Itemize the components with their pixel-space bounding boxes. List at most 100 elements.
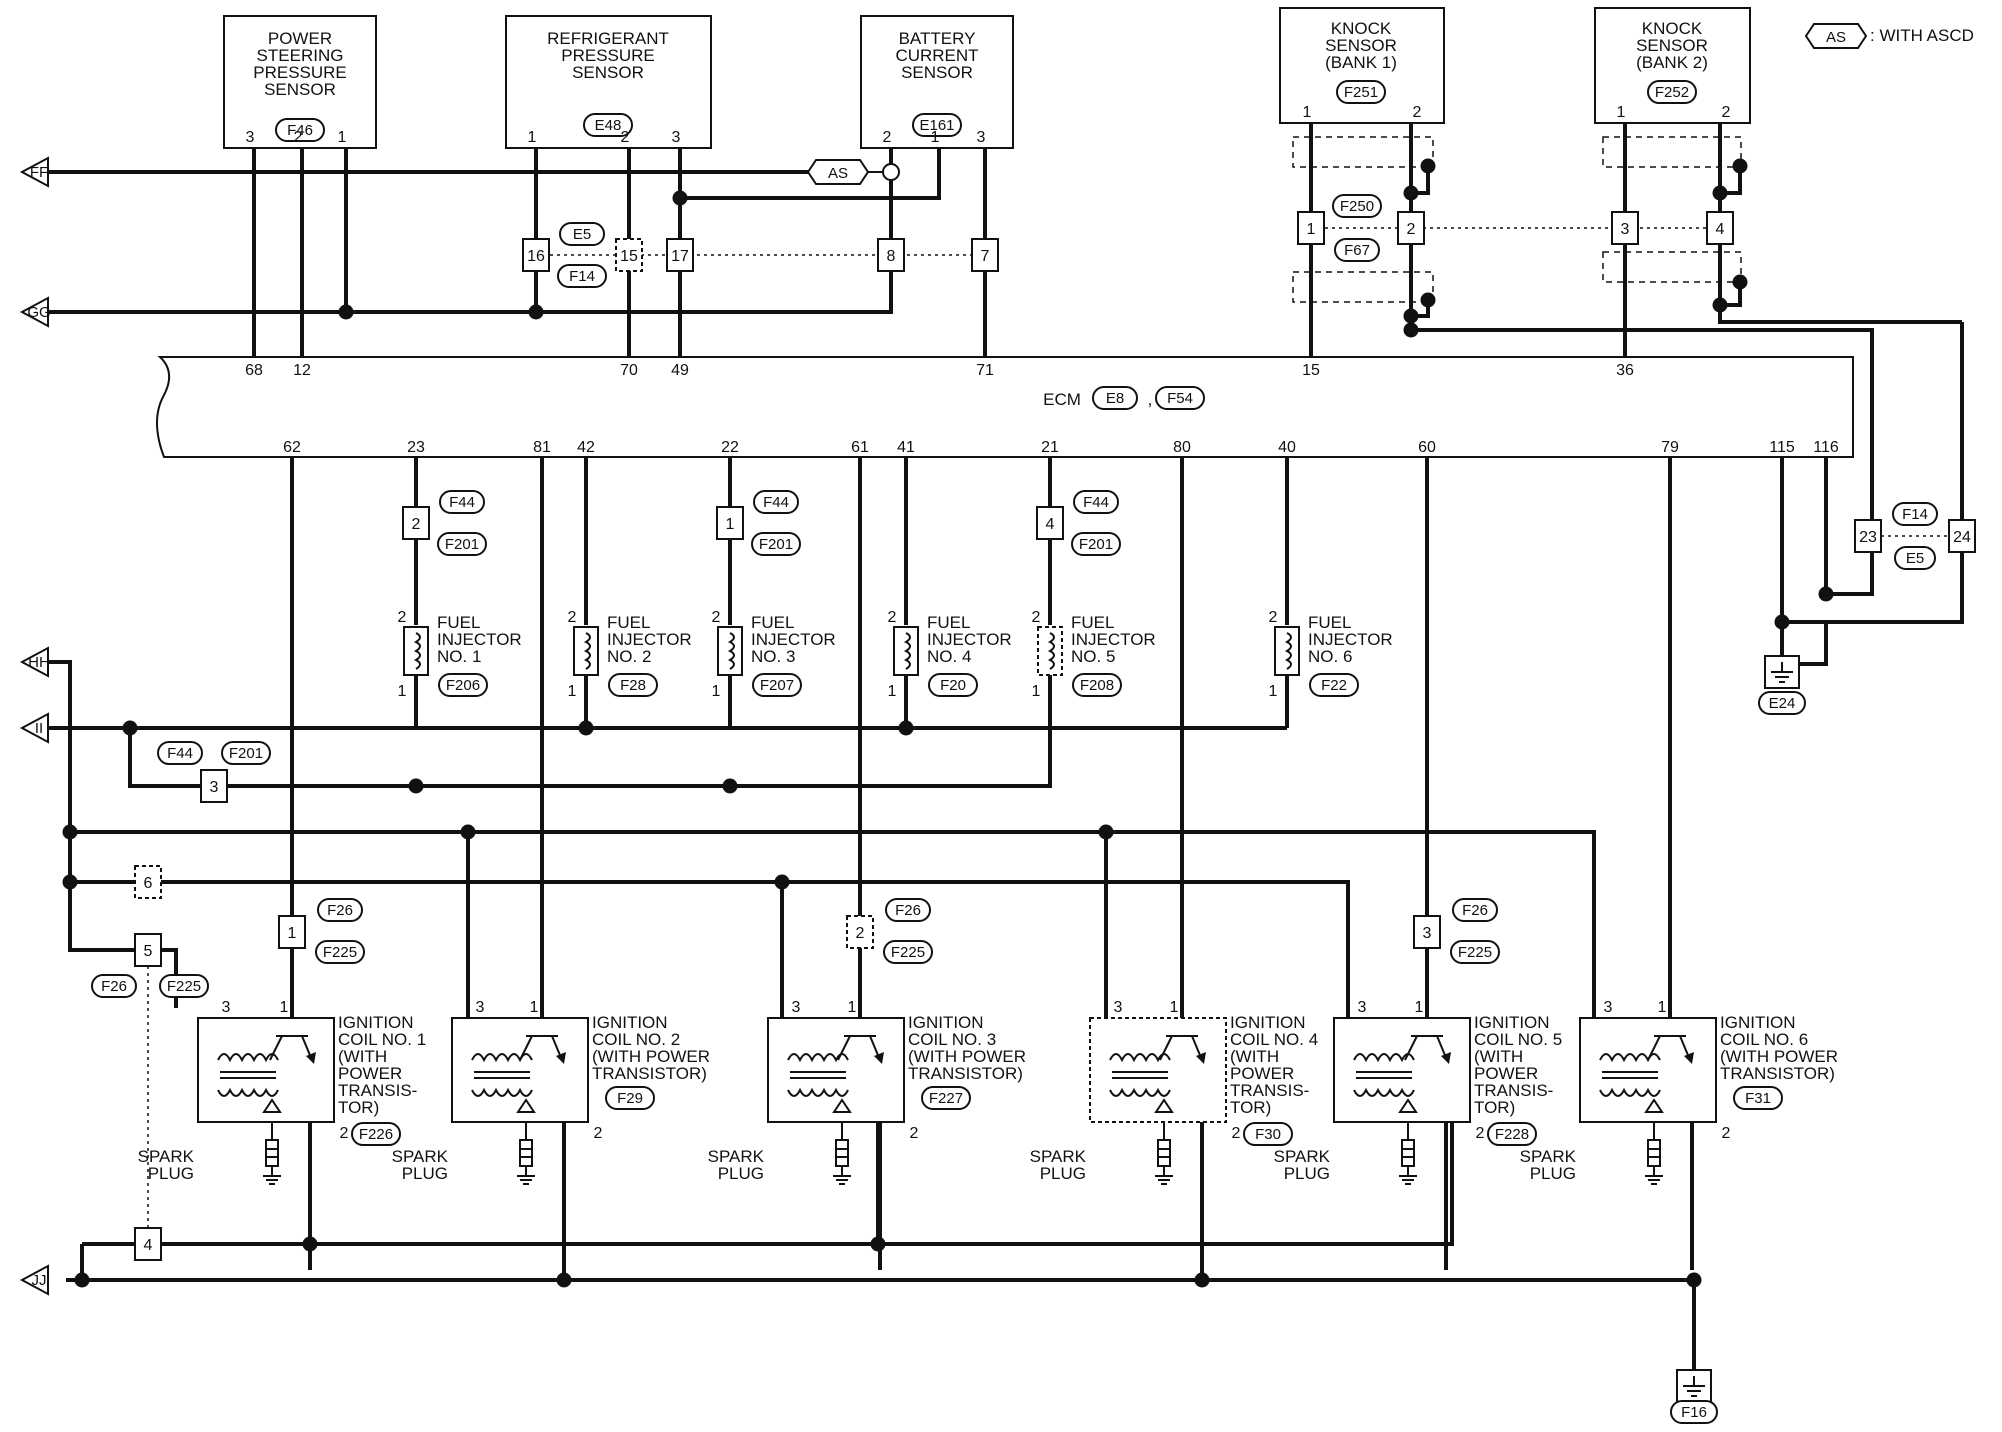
joint-connector-number: 4 [1716,221,1725,238]
wire [680,148,941,200]
connector-tag-label: E5 [1906,550,1924,567]
joint-tag-e5 [1894,546,1936,570]
injector-pin: 2 [568,609,577,626]
coil-pin: 2 [1722,1125,1731,1142]
ignition-coil-name: IGNITION [1720,1013,1796,1032]
ecm-pin: 12 [293,362,311,379]
connector-tag-label: F208 [1080,677,1114,694]
joint-tag-f225 [883,940,933,964]
shield-dashed [1292,136,1434,168]
joint-tag-f14 [557,264,607,288]
connector-tag-label: F207 [760,677,794,694]
injector-name: NO. 5 [1071,647,1115,666]
splice-dot [672,190,688,206]
ignition-coil-name: TRANSIS- [1474,1081,1553,1100]
spark-plug-icon [1645,1139,1663,1185]
connector-tag-label: F201 [445,536,479,553]
joint-connector-number: 16 [527,248,545,265]
connector-tag-label: F30 [1255,1126,1281,1143]
spark-plug-icon [833,1139,851,1185]
connector-tag-label: F251 [1344,84,1378,101]
injector-name: NO. 6 [1308,647,1352,666]
ecm-pin: 23 [407,439,425,456]
connector-tag-label: F29 [617,1090,643,1107]
injector-coil-icon [583,632,591,670]
injector-pin: 1 [568,683,577,700]
sensor-name: SENSOR [572,63,644,82]
joint-connector-7 [971,238,999,272]
connector-tag-label: F252 [1655,84,1689,101]
splice-dot [556,1272,572,1288]
coil-pin: 1 [1658,999,1667,1016]
sensor-name: SENSOR [1325,36,1397,55]
coil-pin: 2 [594,1125,603,1142]
injector-pin: 2 [1032,609,1041,626]
joint-connector-k4 [1706,211,1734,245]
coil-winding-icon [471,1087,533,1097]
injector-connector [608,673,658,697]
ecm-pin: 36 [1616,362,1634,379]
coil-pin: 2 [1476,1125,1485,1142]
offpage-gg [19,296,49,328]
spark-plug-icon [517,1139,535,1185]
transistor-arrow [556,1052,566,1064]
ecm-pin: 41 [897,439,915,456]
joint-tag-f44 [157,741,203,765]
joint-tag-f44 [753,490,799,514]
splice-dot [1403,185,1419,201]
injector-name: INJECTOR [1308,630,1393,649]
diode-icon [1154,1098,1174,1113]
joint-connector-number: 2 [412,516,421,533]
joint-connector-4 [134,1227,162,1261]
offpage-connector-label: GG [27,304,50,321]
ignition-coil-name: (WITH POWER [1720,1047,1838,1066]
spark-plug-icon [1399,1139,1417,1185]
ground-tag-e24 [1758,691,1806,715]
joint-connector-number: 2 [1407,221,1416,238]
coil-winding-icon [787,1053,849,1063]
sensor-name: (BANK 2) [1636,53,1708,72]
joint-tag-f26 [317,898,363,922]
coil-pin: 3 [1358,999,1367,1016]
diode-icon [262,1098,282,1113]
ignition-coil-name: COIL NO. 3 [908,1030,996,1049]
wires [48,123,1964,1378]
spark-plug-label: SPARK [1274,1147,1331,1166]
joint-connector-inj [716,506,744,540]
joint-connector-number: 3 [210,779,219,796]
connector-tag-label: F44 [167,745,193,762]
ecm-pin: 115 [1769,439,1795,456]
ignition-coil-box [1089,1017,1227,1123]
joint-tag-f225 [159,974,209,998]
joint-tag-f44 [439,490,485,514]
connector-tag-label: F26 [895,902,921,919]
connector-tag-label: F228 [1495,1126,1529,1143]
sensor-connector [1336,80,1386,104]
joint-connector-number: 3 [1621,221,1630,238]
coil-pin: 1 [530,999,539,1016]
wire [1782,322,1964,624]
joint-connector-23 [1854,519,1882,553]
wire [66,1278,1696,1378]
transistor-leg [269,1035,283,1061]
injector-pin: 1 [398,683,407,700]
wire [48,660,72,832]
connector-tag-label: F14 [569,268,595,285]
joint-connector-number: 4 [144,1237,153,1254]
injector-name: FUEL [751,613,794,632]
sensor-pin: 2 [1413,104,1422,121]
ignition-coil-name: TRANSIS- [338,1081,417,1100]
connector-tag-label: F225 [891,944,925,961]
coil-pin: 1 [1170,999,1179,1016]
ignition-coil-name: TOR) [1474,1098,1515,1117]
splice-dot [62,874,78,890]
coil-winding-icon [217,1087,279,1097]
splice-dot [62,824,78,840]
injector-name: FUEL [437,613,480,632]
ecm-pin: 70 [620,362,638,379]
injector-pin: 2 [1269,609,1278,626]
transistor-arrow [306,1052,316,1064]
coil-winding-icon [787,1087,849,1097]
ignition-coil-name: (WITH [1474,1047,1523,1066]
